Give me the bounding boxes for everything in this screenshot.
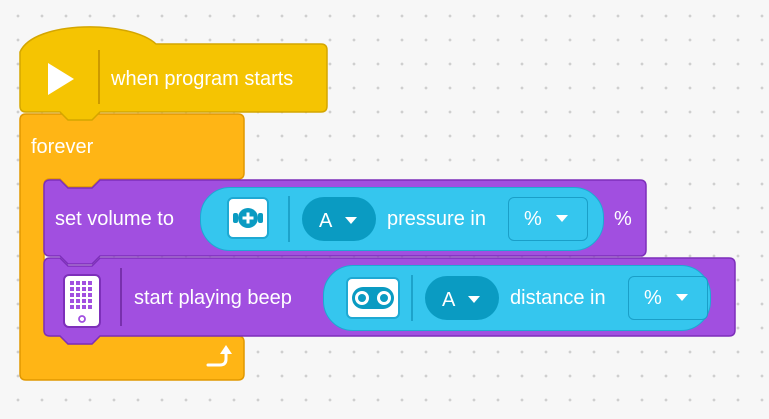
chevron-down-icon <box>556 215 568 222</box>
pressure-reporter[interactable]: A pressure in % <box>200 187 604 251</box>
distance-reporter[interactable]: A distance in % <box>323 265 711 331</box>
chevron-down-icon <box>676 294 688 301</box>
forever-block-label: forever <box>31 136 94 158</box>
distance-port-dropdown[interactable]: A <box>425 276 499 320</box>
distance-unit-value: % <box>644 287 662 309</box>
distance-label: distance in <box>510 287 606 309</box>
hat-block-body[interactable] <box>19 26 328 121</box>
force-sensor-icon[interactable] <box>227 197 269 239</box>
distance-port-value: A <box>442 289 456 311</box>
hub-speaker-icon <box>63 274 101 328</box>
beep-block-label: start playing beep <box>134 287 292 309</box>
distance-sensor-icon[interactable] <box>346 277 400 319</box>
chevron-down-icon <box>468 296 480 303</box>
pressure-reporter-separator <box>288 196 290 242</box>
pressure-port-dropdown[interactable]: A <box>302 197 376 241</box>
set-volume-label: set volume to <box>55 208 174 230</box>
distance-reporter-separator <box>411 275 413 321</box>
distance-unit-dropdown[interactable]: % <box>628 276 708 320</box>
pressure-label: pressure in <box>387 208 486 230</box>
set-volume-percent-suffix: % <box>614 208 632 230</box>
hat-block-label: when program starts <box>111 68 294 90</box>
pressure-port-value: A <box>319 210 333 232</box>
loop-arrow-icon <box>206 345 232 367</box>
pressure-unit-dropdown[interactable]: % <box>508 197 588 241</box>
play-triangle-icon <box>48 63 74 95</box>
pressure-unit-value: % <box>524 208 542 230</box>
chevron-down-icon <box>345 217 357 224</box>
